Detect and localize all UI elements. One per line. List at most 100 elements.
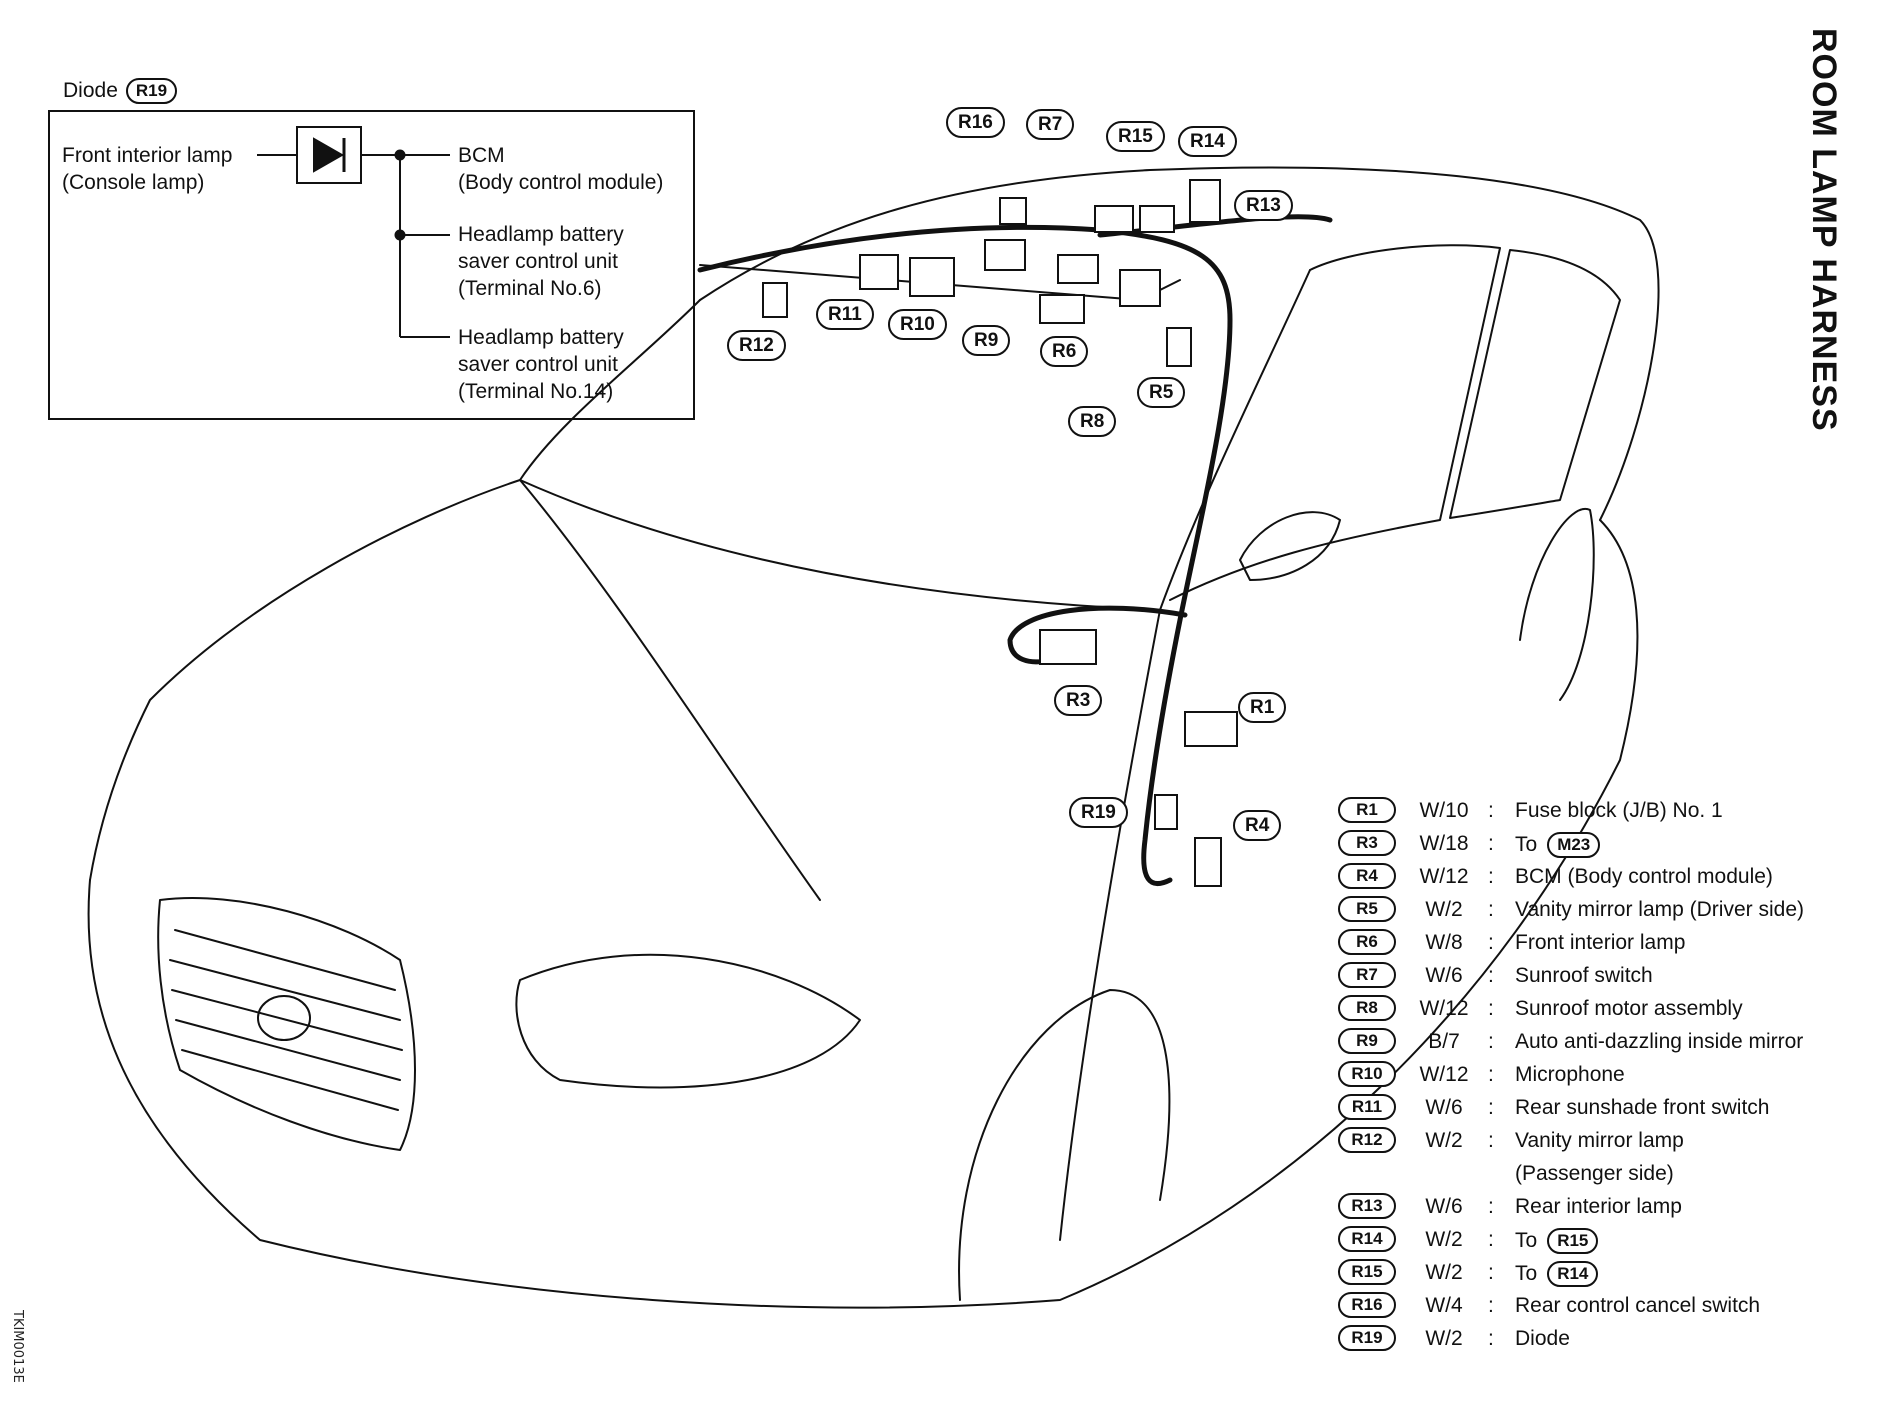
callout-R16: R16 [946,107,1005,138]
legend-desc: Vanity mirror lamp (Driver side) [1515,898,1804,922]
legend-desc-text: To [1515,1262,1538,1285]
legend-ref: R15 [1547,1228,1599,1254]
legend-code: R15 [1338,1259,1396,1285]
legend-desc: BCM (Body control module) [1515,865,1773,889]
harness-branch-r3 [1007,605,1188,665]
body-side [1059,609,1161,1241]
legend-wire: W/8 [1425,931,1463,954]
door-mirror [1239,511,1341,581]
callout-R6: R6 [1040,336,1089,367]
connector-R15 [1094,205,1134,233]
image-code: TKIM0013E [10,1310,25,1383]
front-door-window [1169,244,1501,601]
callout-R11: R11 [816,299,874,330]
rear-wheel [1519,507,1595,701]
legend-wire: W/2 [1425,1228,1463,1251]
connector-R6 [1039,294,1085,324]
legend-desc-text: Sunroof motor assembly [1515,997,1743,1020]
callout-R4: R4 [1233,810,1282,841]
diode-input-label-2: (Console lamp) [62,171,205,194]
legend-code: R16 [1338,1292,1396,1318]
legend-colon: : [1488,931,1494,954]
legend-desc: Rear interior lamp [1515,1195,1682,1219]
callout-R7: R7 [1026,109,1075,140]
legend-desc-text: Microphone [1515,1063,1625,1086]
legend-code: R9 [1338,1028,1396,1054]
legend-wire: W/12 [1419,997,1469,1020]
legend-desc: To R14 [1515,1261,1599,1287]
legend-colon: : [1488,898,1494,921]
connector-R7 [1057,254,1099,284]
hood-outline [89,479,521,881]
legend-wire: W/2 [1425,1261,1463,1284]
diode-heading-label: Diode [63,79,118,102]
legend-code: R5 [1338,896,1396,922]
legend-colon: : [1488,799,1494,822]
legend-colon: : [1488,1294,1494,1317]
legend-colon: : [1488,1261,1494,1284]
diode-output-3-line-3: (Terminal No.14) [458,380,614,403]
legend-desc-text: Vanity mirror lamp [1515,1129,1684,1152]
diode-output-2-line-2: saver control unit [458,250,618,273]
diode-heading-code: R19 [125,78,178,104]
legend-desc-text: Vanity mirror lamp (Driver side) [1515,898,1804,921]
emblem-outline [257,995,311,1041]
legend-code: R12 [1338,1127,1396,1153]
legend-colon: : [1488,1195,1494,1218]
diode-output-1-line-1: BCM [458,144,505,167]
diode-output-2-line-1: Headlamp battery [458,223,624,246]
legend-wire: W/2 [1425,898,1463,921]
legend-desc: Front interior lamp [1515,931,1685,955]
headlamp-outline [515,953,861,1089]
legend-wire: W/4 [1425,1294,1463,1317]
car-roof-outline [699,166,1660,521]
callout-R1: R1 [1238,692,1287,723]
legend-code: R4 [1338,863,1396,889]
legend-colon: : [1488,865,1494,888]
legend-wire: W/12 [1419,865,1469,888]
legend-desc-text: Diode [1515,1327,1570,1350]
legend-colon: : [1488,1063,1494,1086]
callout-R15: R15 [1106,121,1165,152]
legend-desc-text: Rear sunshade front switch [1515,1096,1770,1119]
windshield-outline [519,269,1311,611]
front-wheel [958,989,1171,1301]
diode-heading: Diode R19 [63,78,178,104]
legend-code: R13 [1338,1193,1396,1219]
legend-ref: R14 [1547,1261,1599,1287]
legend-wire: W/6 [1425,964,1463,987]
legend-code: R14 [1338,1226,1396,1252]
legend-colon: : [1488,1129,1494,1152]
diode-schematic-lines [257,126,450,338]
connector-R19 [1154,794,1178,830]
legend-desc-text: Front interior lamp [1515,931,1686,954]
legend-desc: Rear control cancel switch [1515,1294,1760,1318]
connector-R3 [1039,629,1097,665]
harness-branch-rear [1097,214,1333,238]
legend-colon: : [1488,1228,1494,1251]
legend-desc-line2: (Passenger side) [1515,1162,1674,1185]
legend-desc: Fuse block (J/B) No. 1 [1515,799,1723,823]
callout-R3: R3 [1054,685,1103,716]
diode-triangle-icon [313,137,345,173]
legend-desc: Diode [1515,1327,1570,1351]
diode-output-3-line-2: saver control unit [458,353,618,376]
diode-output-2-line-3: (Terminal No.6) [458,277,602,300]
connector-R13 [1189,179,1221,223]
callout-R9: R9 [962,325,1011,356]
legend-desc: Auto anti-dazzling inside mirror [1515,1030,1803,1054]
legend-desc: Sunroof motor assembly [1515,997,1743,1021]
legend-ref: M23 [1547,832,1601,858]
rear-door-window [1449,249,1621,519]
body-lower [87,519,1639,1309]
legend-desc-text: BCM (Body control module) [1515,865,1773,888]
callout-R8: R8 [1068,406,1117,437]
connector-R8 [1119,269,1161,307]
legend-wire: W/2 [1425,1129,1463,1152]
callout-R13: R13 [1234,190,1293,221]
legend-colon: : [1488,1030,1494,1053]
legend-desc-text: Rear interior lamp [1515,1195,1682,1218]
